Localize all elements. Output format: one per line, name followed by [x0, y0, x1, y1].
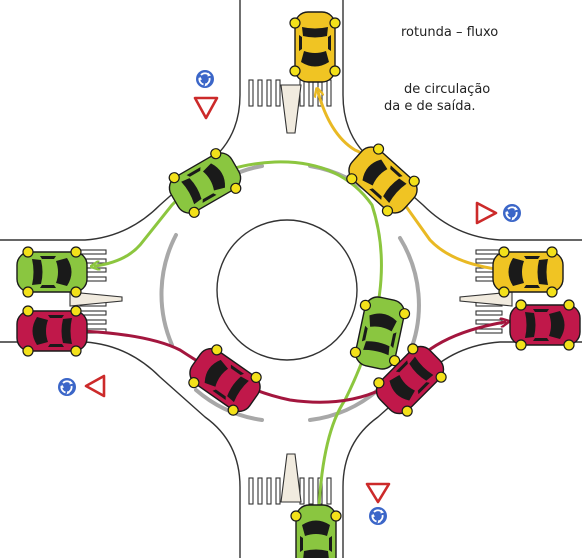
yield-triangle-icon [365, 482, 391, 504]
yield-triangle-icon [193, 96, 219, 120]
car-yellow-right [492, 246, 564, 298]
roundabout-sign-icon [368, 506, 388, 526]
roundabout-sign-icon [195, 69, 215, 89]
yield-triangle-icon [84, 374, 106, 398]
splitter-islands [69, 84, 513, 503]
central-island [216, 219, 358, 361]
roundabout-sign-icon [502, 203, 522, 223]
roundabout-sign-icon [57, 377, 77, 397]
car-yellow-curve [339, 137, 427, 223]
green-path [95, 160, 383, 547]
car-red-left [16, 305, 88, 357]
car-green-top-left [161, 143, 249, 223]
car-yellow-top [289, 11, 341, 83]
car-green-left [16, 246, 88, 298]
yield-triangle-icon [475, 201, 498, 225]
car-red-right [509, 299, 581, 351]
car-green-bottom [290, 504, 342, 558]
